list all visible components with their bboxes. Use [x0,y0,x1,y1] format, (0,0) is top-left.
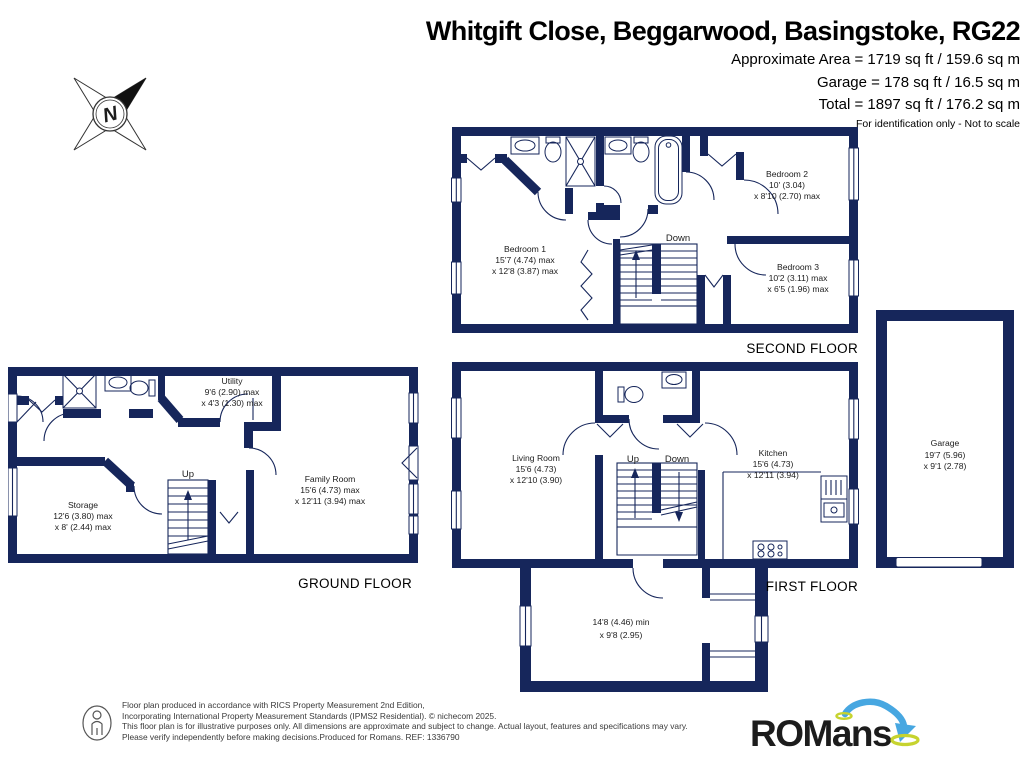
bedroom2-name: Bedroom 2 [766,169,808,179]
garage-name: Garage [931,438,960,448]
hob-icon [752,540,788,560]
garage-plan: Garage 19'7 (5.96) x 9'1 (2.78) [876,310,1014,568]
second-stairs-label: Down [666,233,690,244]
brand-name: ROMans [750,713,892,754]
footer-disclaimer: Floor plan produced in accordance with R… [122,700,742,742]
ensuite-toilet-icon [544,136,562,163]
garage-area: Garage = 178 sq ft / 16.5 sq m [816,73,1020,91]
footer-line2: Incorporating International Property Mea… [122,710,497,721]
shower-icon [565,136,596,187]
living-room-dim2: x 12'10 (3.90) [510,475,562,485]
storage-dim2: x 8' (2.44) max [55,522,112,532]
ground-sink-icon [104,373,132,392]
first-floor-plan: Up Down Living Room 15'6 (4.73) x 12'10 … [451,362,859,692]
garage-door [895,557,983,568]
wc-sink-icon [661,371,687,389]
second-floor-plan: Down Bedroom 1 15'7 (4.74) max x 12'8 (3… [451,127,859,356]
bedroom1-dim2: x 12'8 (3.87) max [492,266,559,276]
approximate-area: Approximate Area = 1719 sq ft / 159.6 sq… [731,51,1020,68]
living-room-name: Living Room [512,453,560,463]
garage-dim1: 19'7 (5.96) [925,450,966,460]
stairs-icon [619,243,698,325]
first-down-label: Down [665,454,689,465]
bedroom2-dim1: 10' (3.04) [769,180,805,190]
header: Whitgift Close, Beggarwood, Basingstoke,… [425,16,1021,130]
bedroom3-dim2: x 6'5 (1.96) max [767,284,829,294]
rear-room-dim1: 14'8 (4.46) min [592,617,649,627]
ground-stairs-icon [167,479,209,555]
wc-toilet-icon [617,386,644,403]
kitchen-dim1: 15'6 (4.73) [753,459,794,469]
storage-name: Storage [68,500,98,510]
bedroom2-dim2: x 8'10 (2.70) max [754,191,821,201]
kitchen-sink-icon [823,502,845,518]
fridge-icon [820,475,848,523]
utility-dim2: x 4'3 (1.30) max [201,398,263,408]
compass-north-letter: N [100,102,120,127]
living-room-dim1: 15'6 (4.73) [516,464,557,474]
footer-line3: This floor plan is for illustrative purp… [122,721,688,732]
garage-dim2: x 9'1 (2.78) [924,461,967,471]
ground-stairs-label: Up [182,469,194,480]
second-floor-label: SECOND FLOOR [746,341,858,356]
ground-floor-label: GROUND FLOOR [298,576,412,591]
compass-icon: N [73,77,147,151]
bedroom1-dim1: 15'7 (4.74) max [495,255,555,265]
family-room-dim1: 15'6 (4.73) max [300,485,360,495]
kitchen-name: Kitchen [759,448,788,458]
footer-line1: Floor plan produced in accordance with R… [122,700,425,710]
bathroom-toilet-icon [632,136,650,163]
bedroom3-dim1: 10'2 (3.11) max [769,273,829,283]
person-icon [82,705,112,741]
rear-room-dim2: x 9'8 (2.95) [600,630,643,640]
ground-floor-plan: Up Utility 9'6 (2.90) max x 4'3 (1.30) m… [8,367,419,591]
bedroom1-name: Bedroom 1 [504,244,546,254]
first-stairs-icon [616,462,698,556]
first-floor-label: FIRST FLOOR [766,579,858,594]
kitchen-counter [722,471,821,559]
bedroom3-name: Bedroom 3 [777,262,819,272]
bath-icon [654,135,683,205]
footer-line4: Please verify independently before makin… [122,731,460,742]
ground-floor-walls [8,367,419,563]
romans-logo: ROMans [750,698,920,754]
ground-toilet-icon [129,379,156,397]
identification-note: For identification only - Not to scale [856,117,1020,130]
ground-shower-icon [62,373,97,409]
family-room-name: Family Room [305,474,356,484]
storage-dim1: 12'6 (3.80) max [53,511,113,521]
family-room-dim2: x 12'11 (3.94) max [295,496,366,506]
total-area: Total = 1897 sq ft / 176.2 sq m [818,96,1020,113]
kitchen-dim2: x 12'11 (3.94) [747,470,799,480]
brand-arrow-icon [835,698,920,747]
bathroom-sink-icon [604,136,632,155]
ensuite-sink-icon [510,136,540,155]
utility-name: Utility [221,376,243,386]
utility-dim1: 9'6 (2.90) max [205,387,260,397]
page-title: Whitgift Close, Beggarwood, Basingstoke,… [425,16,1021,46]
first-up-label: Up [627,454,639,465]
garage-walls [876,310,1014,568]
